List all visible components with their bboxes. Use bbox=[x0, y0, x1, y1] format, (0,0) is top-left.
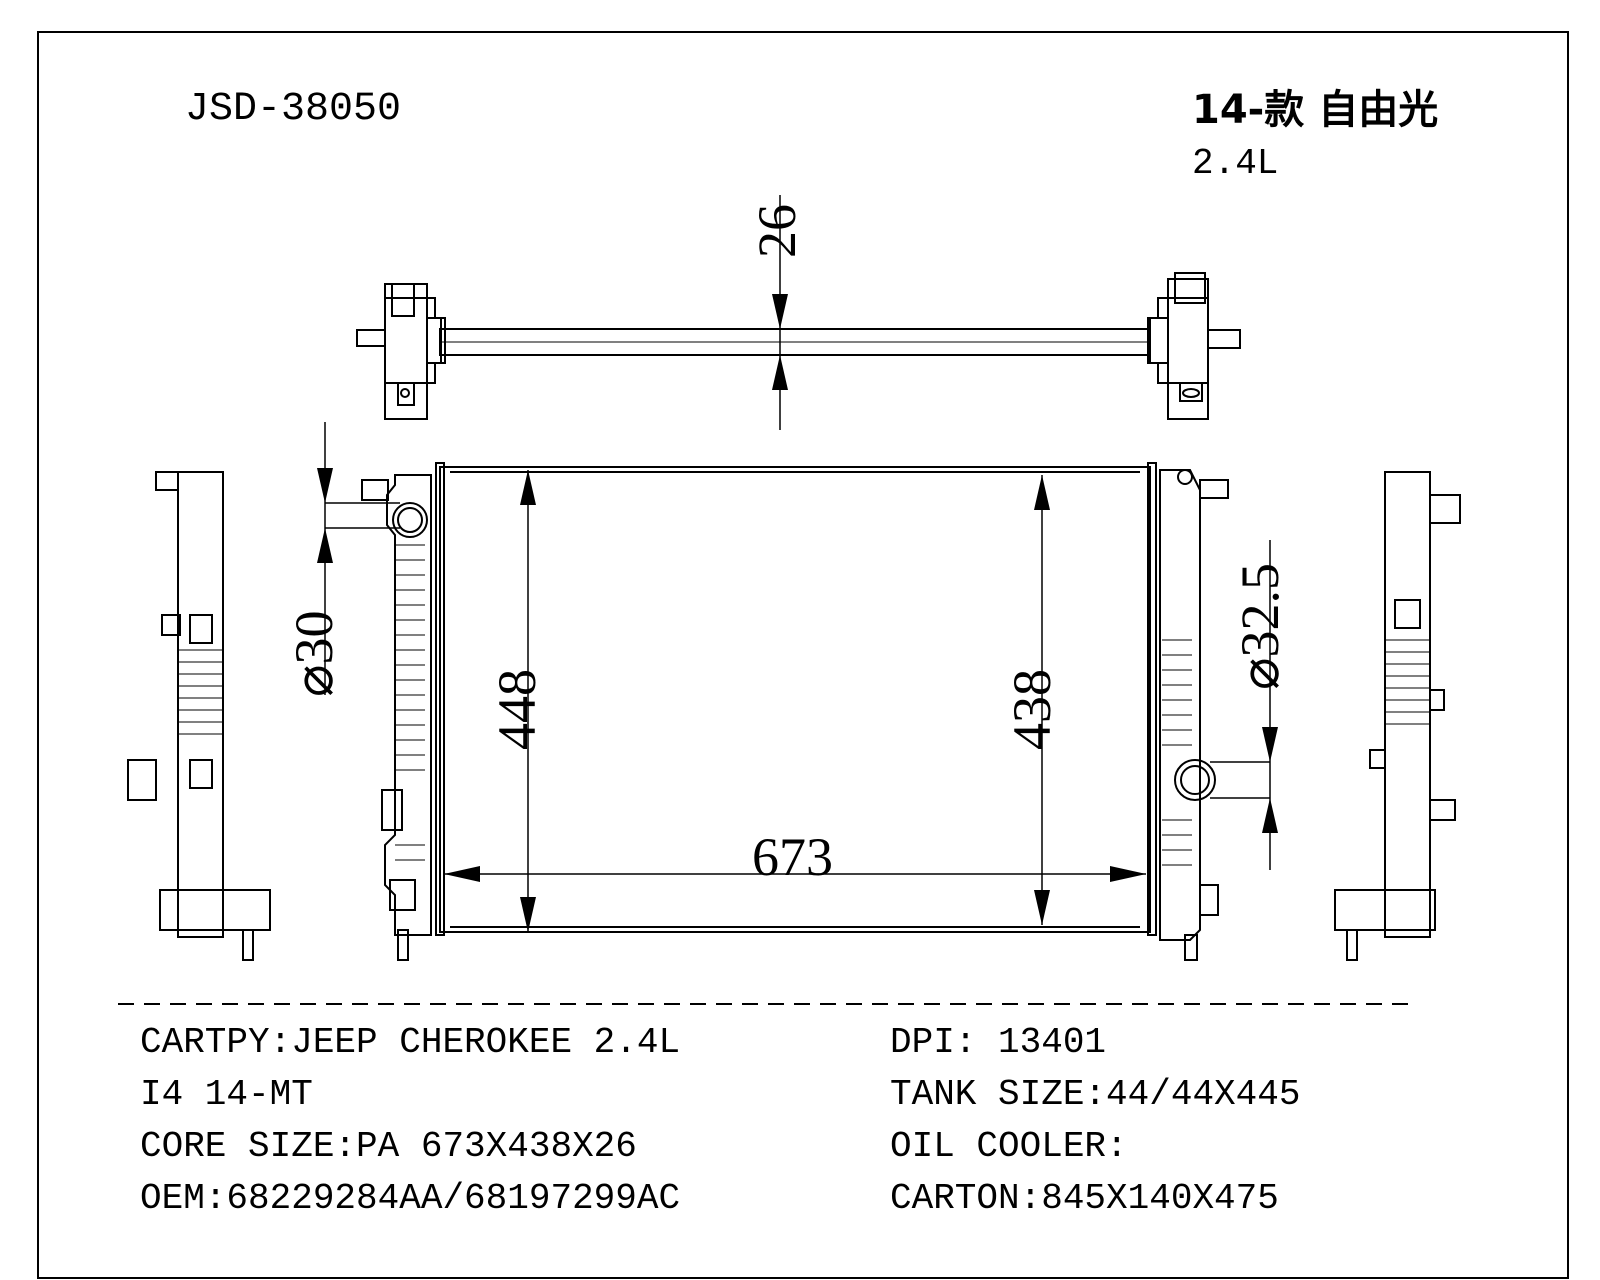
spec-oil-cooler: OIL COOLER: bbox=[890, 1126, 1128, 1167]
right-side-view bbox=[1334, 471, 1461, 961]
spec-oem: OEM:68229284AA/68197299AC bbox=[140, 1178, 681, 1219]
dimension-arrows bbox=[317, 294, 1278, 932]
dim-thickness-label: 26 bbox=[747, 204, 807, 258]
front-view bbox=[361, 462, 1229, 961]
left-side-view bbox=[127, 471, 271, 961]
model-number: JSD-38050 bbox=[185, 87, 402, 132]
dim-core-height-label: 438 bbox=[1002, 669, 1062, 750]
dim-inlet-dia-label: ⌀30 bbox=[284, 610, 344, 697]
vehicle-title: 14-款 自由光 bbox=[1192, 87, 1439, 133]
spec-dpi: DPI: 13401 bbox=[890, 1022, 1107, 1063]
spec-tank-size: TANK SIZE:44/44X445 bbox=[890, 1074, 1301, 1115]
spec-carton: CARTON:845X140X475 bbox=[890, 1178, 1279, 1219]
spec-core-size: CORE SIZE:PA 673X438X26 bbox=[140, 1126, 637, 1167]
engine-size: 2.4L bbox=[1192, 143, 1279, 184]
spec-vehicle: CARTPY:JEEP CHEROKEE 2.4L bbox=[140, 1022, 681, 1063]
dim-total-height-label: 448 bbox=[487, 669, 547, 750]
dimension-lines bbox=[324, 195, 1271, 932]
top-view bbox=[356, 272, 1241, 420]
dim-outlet-dia-label: ⌀32.5 bbox=[1230, 562, 1290, 690]
spec-engine: I4 14-MT bbox=[140, 1074, 313, 1115]
dim-width-label: 673 bbox=[752, 827, 833, 887]
drawing-border bbox=[37, 31, 1569, 1279]
